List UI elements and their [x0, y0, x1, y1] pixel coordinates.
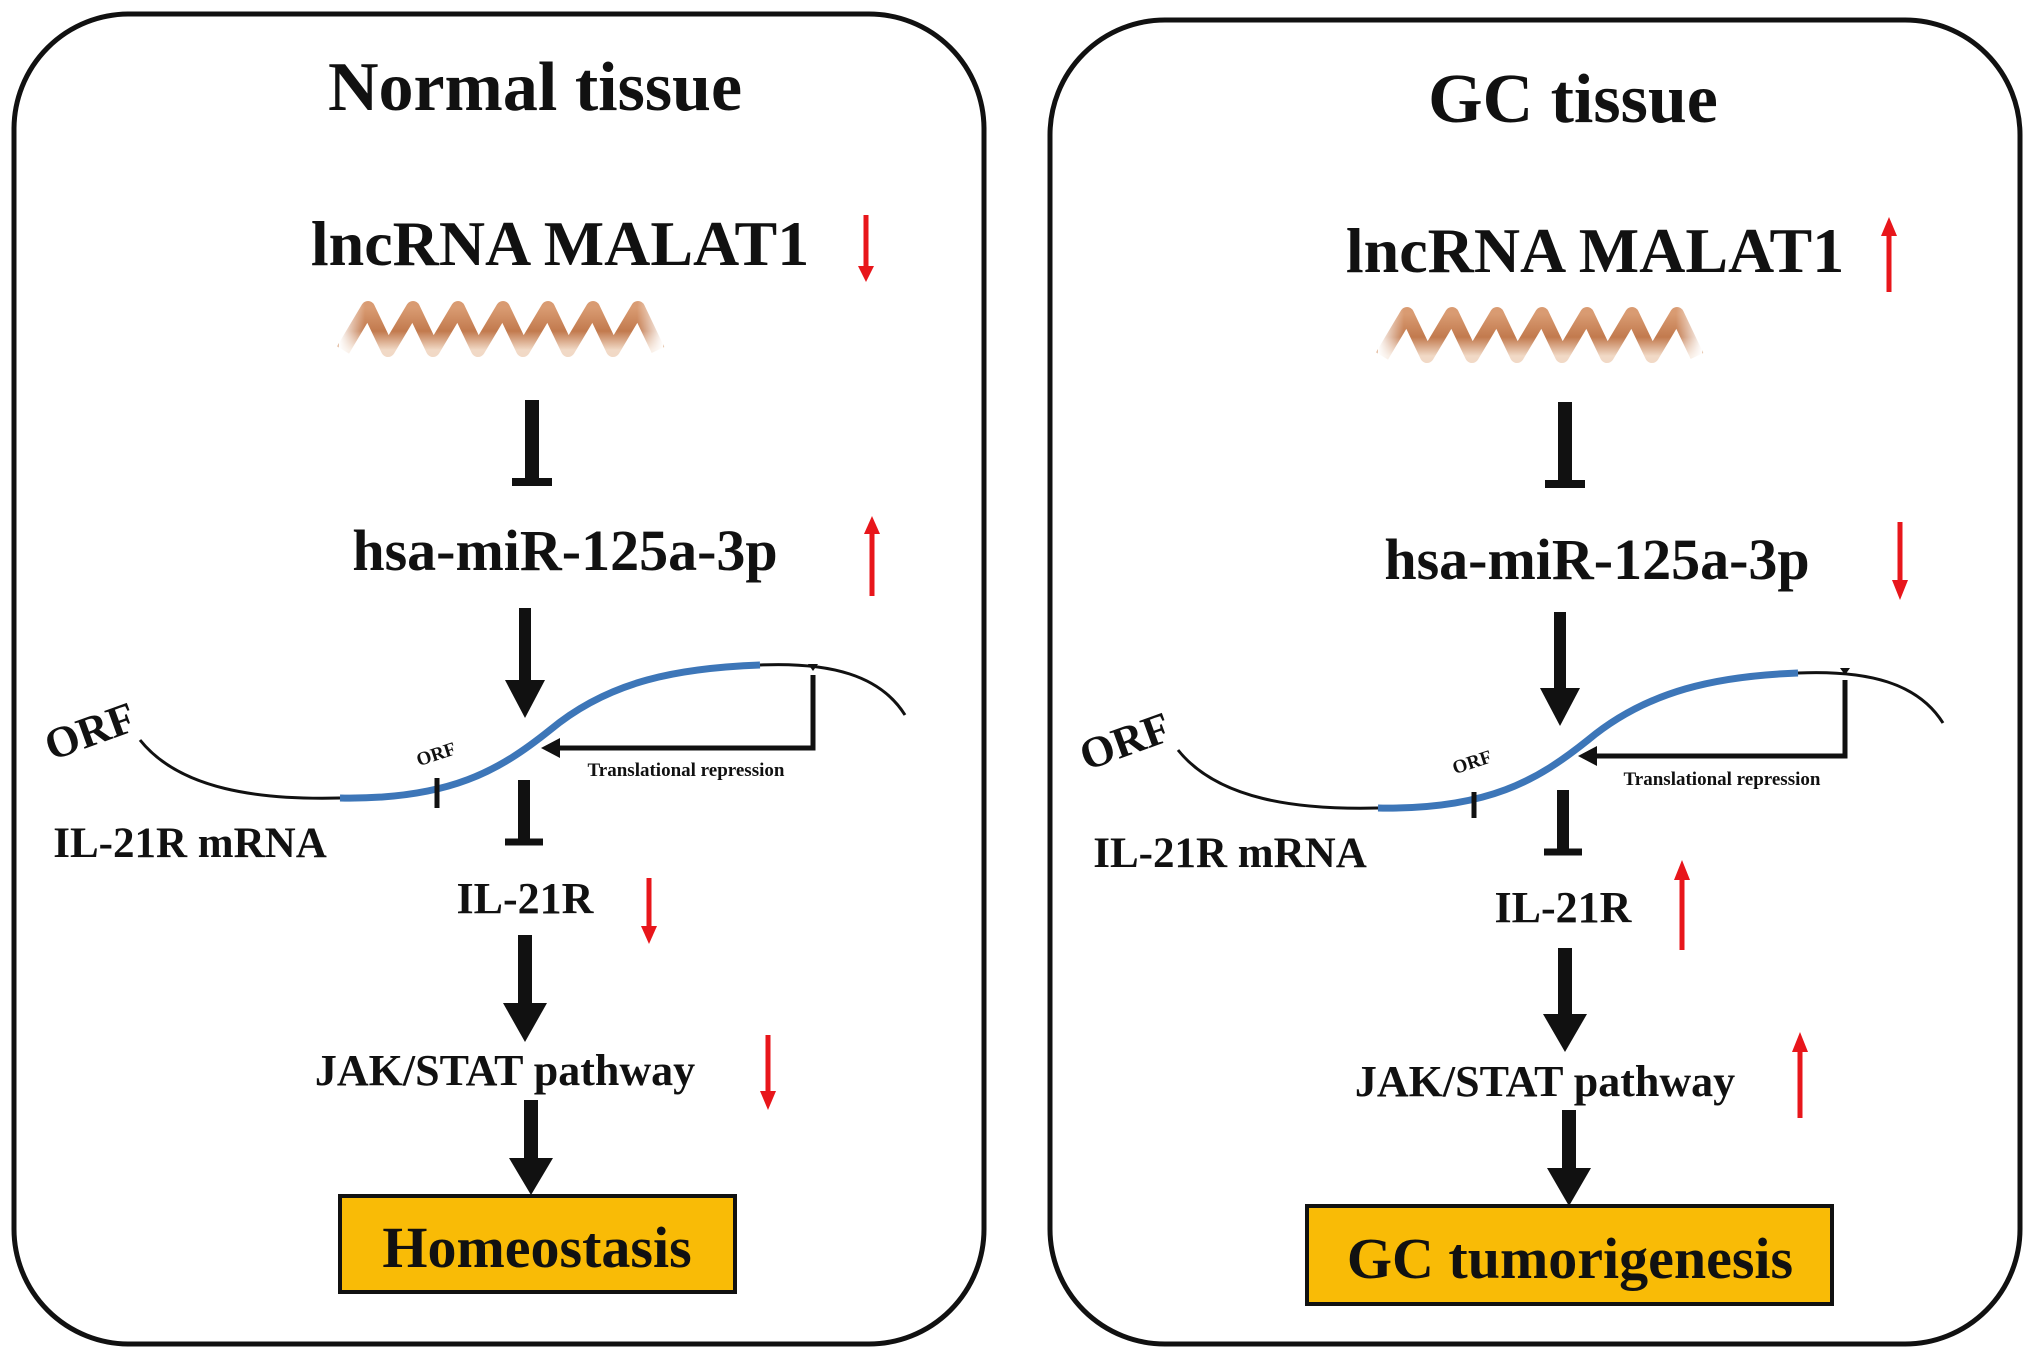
- normal-pathway-label: JAK/STAT pathway: [315, 1046, 695, 1095]
- gc-il21r-mrna-strand: [1176, 668, 1945, 818]
- normal-translational-repression-label: Translational repression: [588, 760, 785, 781]
- panel-normal-border: [11, 11, 987, 1347]
- normal-il21r-mrna-label: IL-21R mRNA: [53, 820, 327, 867]
- normal-activation-arrow-down-icon-3: [509, 1100, 553, 1195]
- normal-activation-arrow-down-icon-2: [503, 935, 547, 1042]
- gc-il21r-label: IL-21R: [1495, 883, 1633, 932]
- normal-il21r-label: IL-21R: [457, 874, 595, 923]
- gc-inhibition-bar-icon-2: [1544, 790, 1582, 856]
- normal-inhibition-bar-icon-2: [505, 780, 543, 846]
- normal-il21r-mrna-strand: [138, 661, 907, 808]
- gc-outcome-box: [1305, 1204, 1834, 1306]
- gc-translational-repression-arrow: [1578, 680, 1848, 766]
- gc-activation-arrow-down-icon-1: [1540, 612, 1580, 726]
- normal-lncrna-label: lncRNA MALAT1: [311, 208, 809, 279]
- gc-mirna-red-down-arrow-icon: [1892, 522, 1908, 600]
- panel-gc-title: GC tissue: [1428, 61, 1718, 138]
- panel-normal-title: Normal tissue: [328, 49, 742, 126]
- gc-rna-helix-icon: [1375, 306, 1704, 366]
- gc-inhibition-bar-icon-1: [1545, 402, 1585, 488]
- gc-activation-arrow-down-icon-3: [1547, 1110, 1591, 1206]
- normal-rna-helix-icon: [336, 300, 665, 360]
- normal-pathway-red-down-arrow-icon: [760, 1035, 776, 1110]
- gc-pathway-red-up-arrow-icon: [1792, 1032, 1808, 1118]
- panel-normal-tissue: Normal tissue lncRNA MALAT1 hsa-miR-125a…: [11, 11, 987, 1347]
- gc-pathway-label: JAK/STAT pathway: [1355, 1057, 1735, 1106]
- gc-il21r-mrna-label: IL-21R mRNA: [1093, 830, 1367, 877]
- normal-outcome-box: [338, 1194, 737, 1294]
- normal-outcome-label: Homeostasis: [382, 1215, 691, 1280]
- gc-outcome-label: GC tumorigenesis: [1347, 1226, 1793, 1291]
- normal-mirna-red-up-arrow-icon: [864, 516, 880, 596]
- normal-mirna-label: hsa-miR-125a-3p: [352, 518, 777, 583]
- normal-translational-repression-arrow: [541, 675, 816, 758]
- normal-inhibition-bar-icon-1: [512, 400, 552, 486]
- gc-lncrna-label: lncRNA MALAT1: [1346, 215, 1844, 286]
- gc-lncrna-red-up-arrow-icon: [1881, 217, 1897, 292]
- normal-lncrna-red-down-arrow-icon: [858, 215, 874, 282]
- gc-mirna-label: hsa-miR-125a-3p: [1384, 527, 1809, 592]
- normal-activation-arrow-down-icon-1: [505, 608, 545, 718]
- gc-activation-arrow-down-icon-2: [1543, 948, 1587, 1052]
- normal-il21r-red-down-arrow-icon: [641, 878, 657, 944]
- gc-il21r-red-up-arrow-icon: [1674, 860, 1690, 950]
- panel-gc-border: [1047, 17, 2023, 1347]
- panel-gc-tissue: GC tissue lncRNA MALAT1 hsa-miR-125a-3p: [1047, 17, 2023, 1347]
- gc-translational-repression-label: Translational repression: [1624, 769, 1821, 790]
